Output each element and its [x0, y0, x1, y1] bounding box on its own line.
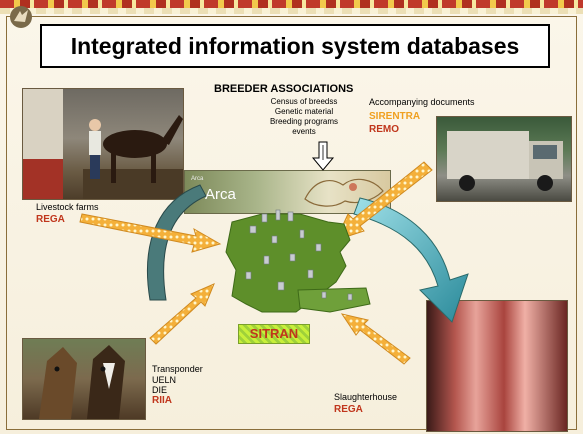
breeder-line: Genetic material [274, 107, 334, 116]
arca-banner-small-text: Arca [191, 176, 204, 182]
curved-arrow-right [353, 197, 469, 323]
arrow-from-slaughterhouse [340, 313, 411, 365]
identification-line: UELN [152, 374, 177, 385]
truck-photo [436, 116, 572, 202]
arrow-from-livestock [79, 213, 222, 253]
top-stripe-secondary [0, 8, 583, 14]
identification-line: DIE [152, 385, 168, 395]
remo-db-label: REMO [369, 124, 399, 135]
riia-db-label: RIIA [152, 394, 172, 406]
slaughterhouse-photo [426, 300, 568, 432]
identification-list: Transponder UELN DIE RIIA [152, 364, 203, 406]
breeder-line: Breeding programs [269, 117, 339, 126]
horses-head-photo [22, 338, 146, 420]
logo-icon [10, 6, 32, 28]
breeder-line: Census of breedss [270, 97, 338, 106]
sitran-center-label: SITRAN [238, 324, 310, 344]
identification-line: Transponder [152, 364, 203, 374]
building-markers [245, 209, 353, 301]
slide-title: Integrated information system databases [40, 24, 550, 68]
accompanying-documents-label: Accompanying documents [369, 97, 475, 107]
islands-map [297, 287, 371, 313]
breeder-details: Census of breedss Genetic material Breed… [246, 97, 362, 137]
livestock-farms-label: Livestock farms [36, 202, 99, 212]
arca-map-sketch-icon [304, 178, 384, 207]
breeder-line: events [292, 127, 316, 136]
spain-map [225, 213, 351, 313]
sirentra-db-label: SIRENTRA [369, 111, 421, 122]
slaughterhouse-rega-label: REGA [334, 404, 363, 415]
curved-arrow-left [146, 184, 207, 301]
breeder-associations-heading: BREEDER ASSOCIATIONS [214, 83, 354, 95]
slide-frame [6, 16, 577, 430]
horse-handler-photo [22, 88, 184, 200]
arrow-from-identification [149, 283, 215, 345]
slaughterhouse-label: Slaughterhouse [334, 392, 398, 402]
top-stripe [0, 0, 583, 8]
livestock-rega-label: REGA [36, 214, 65, 225]
arca-banner-word: Arca [205, 186, 236, 203]
